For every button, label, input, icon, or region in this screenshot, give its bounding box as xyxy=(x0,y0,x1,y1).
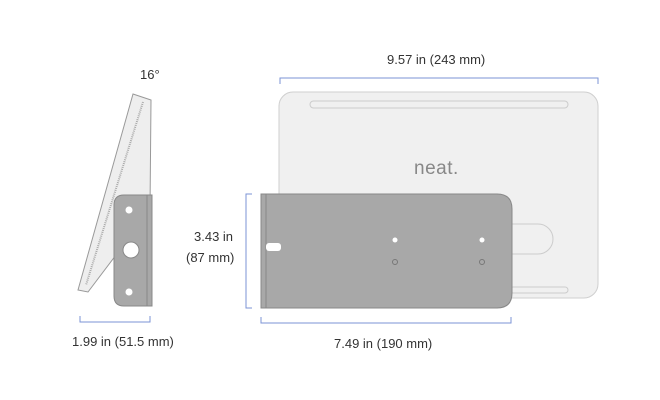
front-width-dimension-line xyxy=(279,77,599,84)
neat-logo: neat. xyxy=(414,158,459,179)
side-view-bracket xyxy=(113,194,153,307)
bracket-height-dimension-line xyxy=(245,193,252,309)
tilt-angle-label: 16° xyxy=(140,67,160,82)
front-bracket xyxy=(260,193,513,309)
device-width-label: 9.57 in (243 mm) xyxy=(387,52,486,67)
side-width-label: 1.99 in (51.5 mm) xyxy=(72,334,174,349)
bracket-width-label: 7.49 in (190 mm) xyxy=(334,336,433,351)
bracket-height-label-mm: (87 mm) xyxy=(186,250,235,265)
side-width-dimension-line xyxy=(79,316,151,323)
bracket-width-dimension-line xyxy=(260,317,512,324)
bracket-height-label-in: 3.43 in xyxy=(194,229,234,244)
